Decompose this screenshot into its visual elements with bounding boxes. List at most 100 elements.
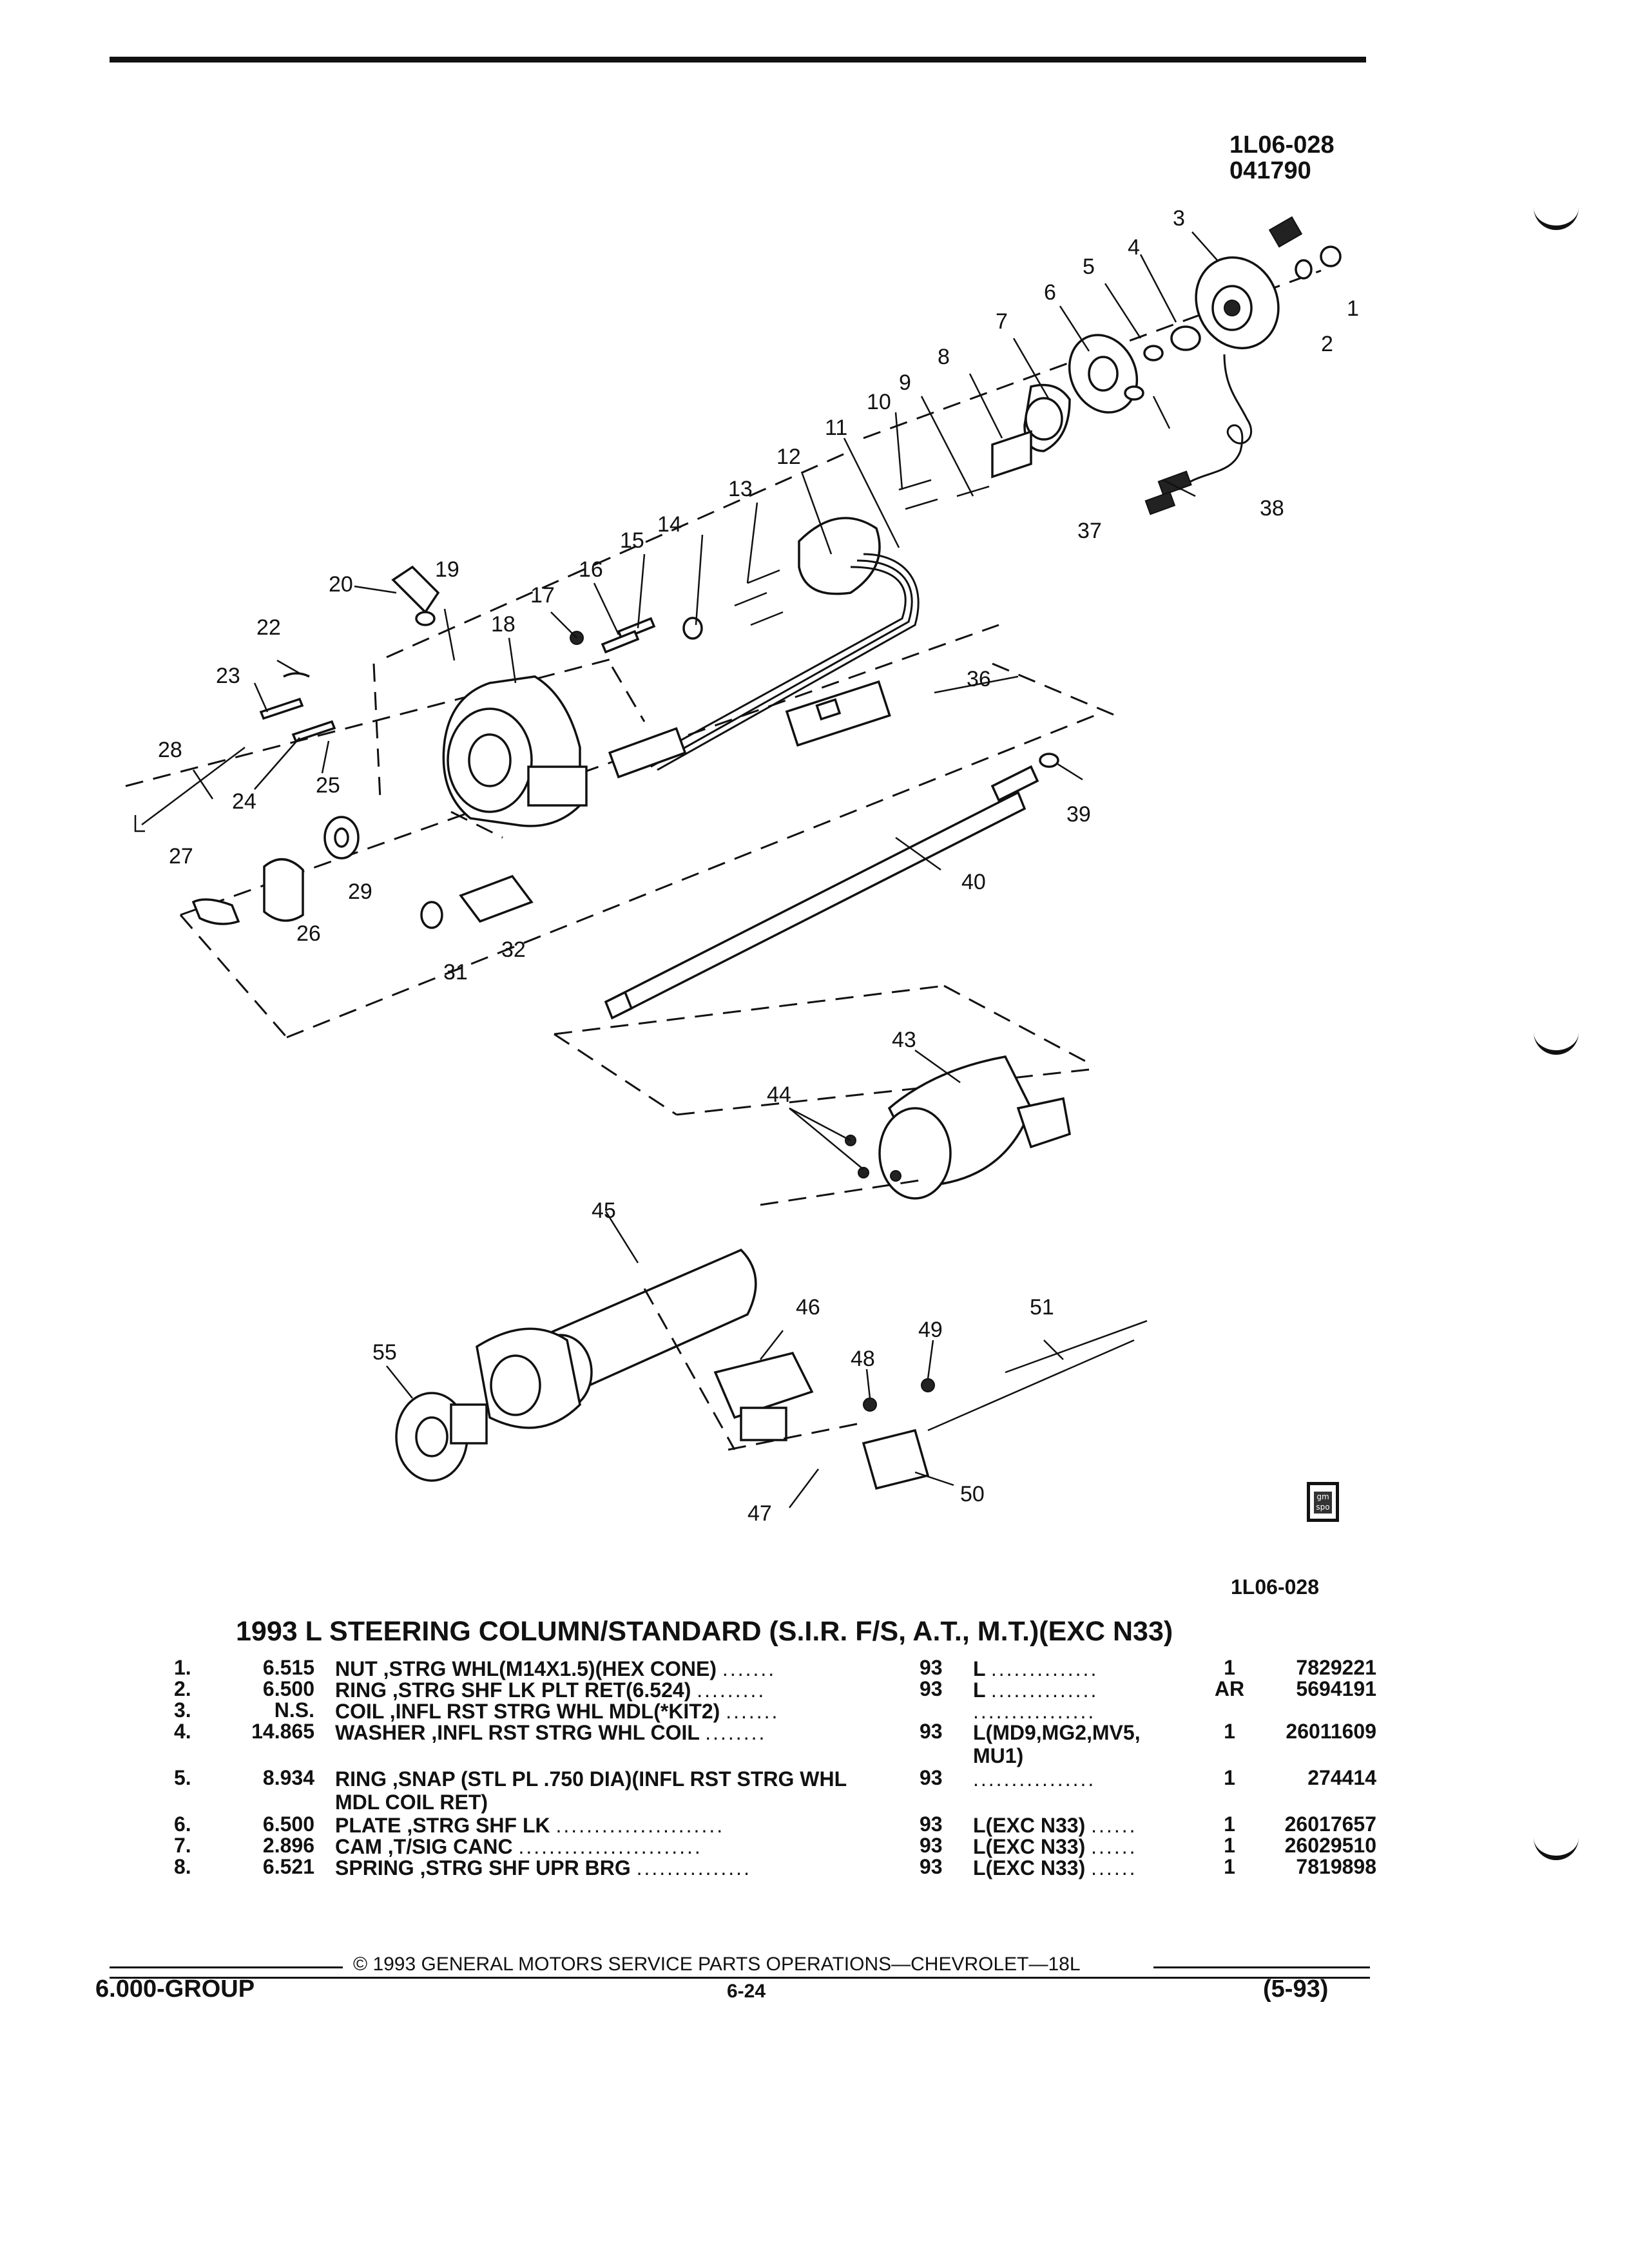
model-year: 93 xyxy=(920,1656,943,1679)
callout-leaders xyxy=(192,231,1219,1508)
group-code: 2.896 xyxy=(262,1834,314,1857)
callout-40: 40 xyxy=(961,870,986,894)
callout-28: 28 xyxy=(158,738,182,762)
part-number: 7819898 xyxy=(1296,1855,1376,1878)
lock-plate-and-cam xyxy=(991,334,1144,479)
application: L(EXC N33) ...... xyxy=(973,1814,1137,1837)
outline-dash xyxy=(286,714,1096,1039)
parts-row: 7. 2.896 CAM ,T/SIG CANC ...............… xyxy=(0,1834,1629,1859)
callout-4: 4 xyxy=(1128,235,1140,260)
callout-5: 5 xyxy=(1083,255,1095,279)
callout-46: 46 xyxy=(796,1295,820,1320)
copyright-line: © 1993 GENERAL MOTORS SERVICE PARTS OPER… xyxy=(0,1954,1629,1979)
item-number: 6. xyxy=(174,1812,191,1836)
group-code: 8.934 xyxy=(262,1766,314,1789)
outline-dash xyxy=(943,985,1090,1064)
top-rule xyxy=(110,57,1366,62)
model-year: 93 xyxy=(920,1720,943,1743)
description: RING ,SNAP (STL PL .750 DIA)(INFL RST ST… xyxy=(335,1767,847,1814)
callout-9: 9 xyxy=(899,370,911,395)
application: ................ xyxy=(973,1700,1096,1723)
outline-dash xyxy=(611,666,646,722)
illustration-reference: 1L06-028 041790 xyxy=(1229,132,1335,184)
exploded-parts-diagram: 1 2 3 4 5 6 7 8 9 10 11 12 13 14 15 16 1… xyxy=(125,206,1359,1526)
item-number: 3. xyxy=(174,1698,191,1722)
callout-19: 19 xyxy=(435,557,459,582)
figure-code: 1L06-028 xyxy=(1231,1575,1319,1599)
column-jacket xyxy=(395,1178,929,1482)
gm-spo-logo-mark: gm spo xyxy=(1314,1492,1332,1514)
callout-7: 7 xyxy=(996,309,1008,334)
quantity: 1 xyxy=(1224,1720,1235,1743)
parts-row: 2. 6.500 RING ,STRG SHF LK PLT RET(6.524… xyxy=(0,1677,1629,1702)
item-number: 1. xyxy=(174,1656,191,1679)
callout-17: 17 xyxy=(530,583,555,608)
item-number: 7. xyxy=(174,1834,191,1857)
quantity: 1 xyxy=(1224,1656,1235,1679)
binder-mark xyxy=(1534,1031,1579,1055)
parts-row: 3. N.S. COIL ,INFL RST STRG WHL MDL(*KIT… xyxy=(0,1698,1629,1724)
callout-18: 18 xyxy=(491,612,516,637)
turn-signal-switch xyxy=(608,517,920,779)
callout-10: 10 xyxy=(867,390,891,414)
outline-dash xyxy=(992,662,1115,716)
callout-43: 43 xyxy=(892,1028,916,1052)
item-number: 8. xyxy=(174,1855,191,1878)
application: L .............. xyxy=(973,1678,1099,1702)
callout-37: 37 xyxy=(1077,519,1102,543)
part-number: 26011609 xyxy=(1286,1720,1376,1743)
group-code: 6.500 xyxy=(262,1812,314,1836)
nut-and-ring xyxy=(1143,245,1342,361)
callout-8: 8 xyxy=(938,345,950,369)
copyright-text: © 1993 GENERAL MOTORS SERVICE PARTS OPER… xyxy=(353,1954,1081,1975)
group-code: 6.500 xyxy=(262,1677,314,1700)
binder-mark xyxy=(1534,1836,1579,1860)
callout-25: 25 xyxy=(316,773,340,798)
table-title: 1993 L STEERING COLUMN/STANDARD (S.I.R. … xyxy=(236,1616,1173,1647)
callout-44: 44 xyxy=(767,1082,791,1107)
parts-list: 1. 6.515 NUT ,STRG WHL(M14X1.5)(HEX CONE… xyxy=(0,1656,1629,1880)
revision-date: (5-93) xyxy=(1263,1975,1329,2003)
page-number: 6-24 xyxy=(727,1981,766,2002)
outline-dash xyxy=(676,1068,1090,1116)
group-label: 6.000-GROUP xyxy=(95,1975,255,2003)
application: L(EXC N33) ...... xyxy=(973,1835,1137,1858)
part-number: 26029510 xyxy=(1284,1834,1376,1857)
copyright-rule-left xyxy=(110,1966,343,1968)
group-code: N.S. xyxy=(274,1698,314,1722)
callout-labels: 1 2 3 4 5 6 7 8 9 10 11 12 13 14 15 16 1… xyxy=(158,206,1359,1526)
parts-row: 8. 6.521 SPRING ,STRG SHF UPR BRG ......… xyxy=(0,1855,1629,1880)
part-number: 5694191 xyxy=(1296,1677,1376,1700)
description: CAM ,T/SIG CANC ........................ xyxy=(335,1835,702,1858)
callout-24: 24 xyxy=(232,789,256,814)
model-year: 93 xyxy=(920,1677,943,1700)
model-year: 93 xyxy=(920,1834,943,1857)
callout-32: 32 xyxy=(501,937,526,962)
quantity: 1 xyxy=(1224,1812,1235,1836)
outline-dash xyxy=(728,1423,858,1451)
callout-13: 13 xyxy=(728,477,753,501)
callout-39: 39 xyxy=(1066,802,1091,827)
callout-49: 49 xyxy=(918,1318,943,1342)
callout-27: 27 xyxy=(169,844,193,869)
callout-51: 51 xyxy=(1030,1295,1054,1320)
parts-row: 4. 14.865 WASHER ,INFL RST STRG WHL COIL… xyxy=(0,1720,1629,1768)
outline-dash-axis xyxy=(180,624,999,916)
callout-55: 55 xyxy=(372,1340,397,1365)
callout-6: 6 xyxy=(1044,280,1056,305)
callout-48: 48 xyxy=(851,1347,875,1371)
outline-dash xyxy=(372,663,381,800)
callout-36: 36 xyxy=(967,667,991,691)
callout-45: 45 xyxy=(592,1198,616,1223)
model-year: 93 xyxy=(920,1812,943,1836)
outline-dash xyxy=(179,914,288,1038)
parts-row: 5. 8.934 RING ,SNAP (STL PL .750 DIA)(IN… xyxy=(0,1767,1629,1814)
outline-dash xyxy=(554,985,945,1035)
callout-2: 2 xyxy=(1321,332,1333,356)
item-number: 2. xyxy=(174,1677,191,1700)
illustration-code: 1L06-028 xyxy=(1229,131,1335,159)
group-code: 6.521 xyxy=(262,1855,314,1878)
binder-mark xyxy=(1534,206,1579,230)
lock-housing xyxy=(391,565,588,827)
application: L .............. xyxy=(973,1657,1099,1680)
